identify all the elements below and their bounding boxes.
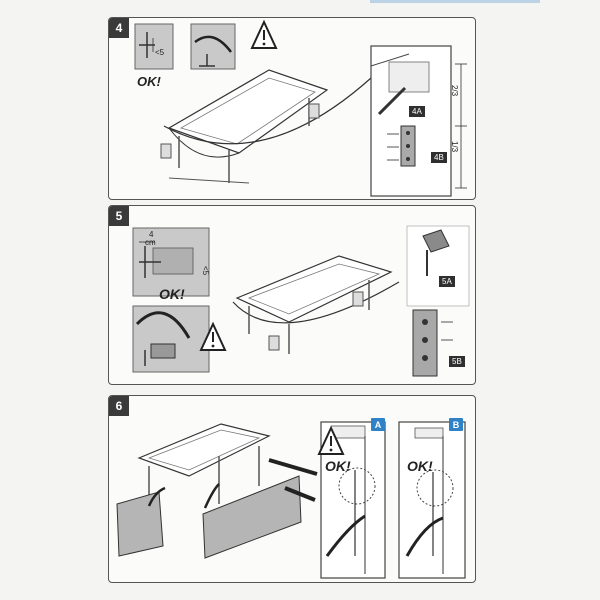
step-5-bathtub xyxy=(232,255,400,354)
step-6-ok-a: OK! xyxy=(325,458,351,474)
step-5-tag-b: 5B xyxy=(449,356,465,367)
step-4-illustration xyxy=(134,19,467,197)
step-6-front-panel xyxy=(202,475,302,559)
step-6-bathtub xyxy=(137,423,271,514)
warning-icon xyxy=(250,19,278,49)
step-4-dim-label: <5 xyxy=(155,48,165,57)
step-5-dim-side: <5 xyxy=(201,265,211,276)
step-6-illustration xyxy=(116,421,466,579)
step-5-tag-a: 5A xyxy=(439,276,455,287)
step-4-curve-arrow xyxy=(194,35,232,53)
step-6-side-panel xyxy=(116,491,164,557)
step-6-pointer-2 xyxy=(284,486,316,502)
step-4-tag-a: 4A xyxy=(409,106,425,117)
step-5-panel: 5 xyxy=(108,205,476,385)
step-6-number: 6 xyxy=(109,396,129,416)
step-4-bathtub xyxy=(160,69,372,184)
step-6-ok-b: OK! xyxy=(407,458,433,474)
step-5-illustration xyxy=(132,225,470,377)
warning-icon xyxy=(317,425,345,455)
step-4-tag-b: 4B xyxy=(431,152,447,163)
step-5-ok-label: OK! xyxy=(159,286,185,302)
step-5-number: 5 xyxy=(109,206,129,226)
step-4-fraction-top: 2/3 xyxy=(450,84,460,97)
step-6-badge-b: B xyxy=(449,418,463,431)
step-4-callout-line xyxy=(163,77,372,145)
step-6-badge-a: A xyxy=(371,418,385,431)
warning-icon xyxy=(199,321,227,351)
step-6-panel: 6 A B xyxy=(108,395,476,583)
step-4-number: 4 xyxy=(109,18,129,38)
step-5-curve-arrow xyxy=(135,311,191,339)
step-5-bracket xyxy=(412,309,453,377)
step-4-panel: 4 xyxy=(108,17,476,200)
step-4-drill xyxy=(377,86,407,116)
step-4-wall-inset xyxy=(134,23,174,70)
step-5-dim-top-1: 4 xyxy=(149,230,154,239)
step-5-drill xyxy=(406,225,470,307)
step-4-arrow-inset xyxy=(190,23,236,70)
top-accent-line xyxy=(370,0,540,3)
step-4-ok-label: OK! xyxy=(137,74,161,89)
step-5-dim-top-2: cm xyxy=(145,238,156,247)
step-6-pointer-1 xyxy=(268,458,318,476)
step-4-fraction-bottom: 1/3 xyxy=(450,140,460,153)
